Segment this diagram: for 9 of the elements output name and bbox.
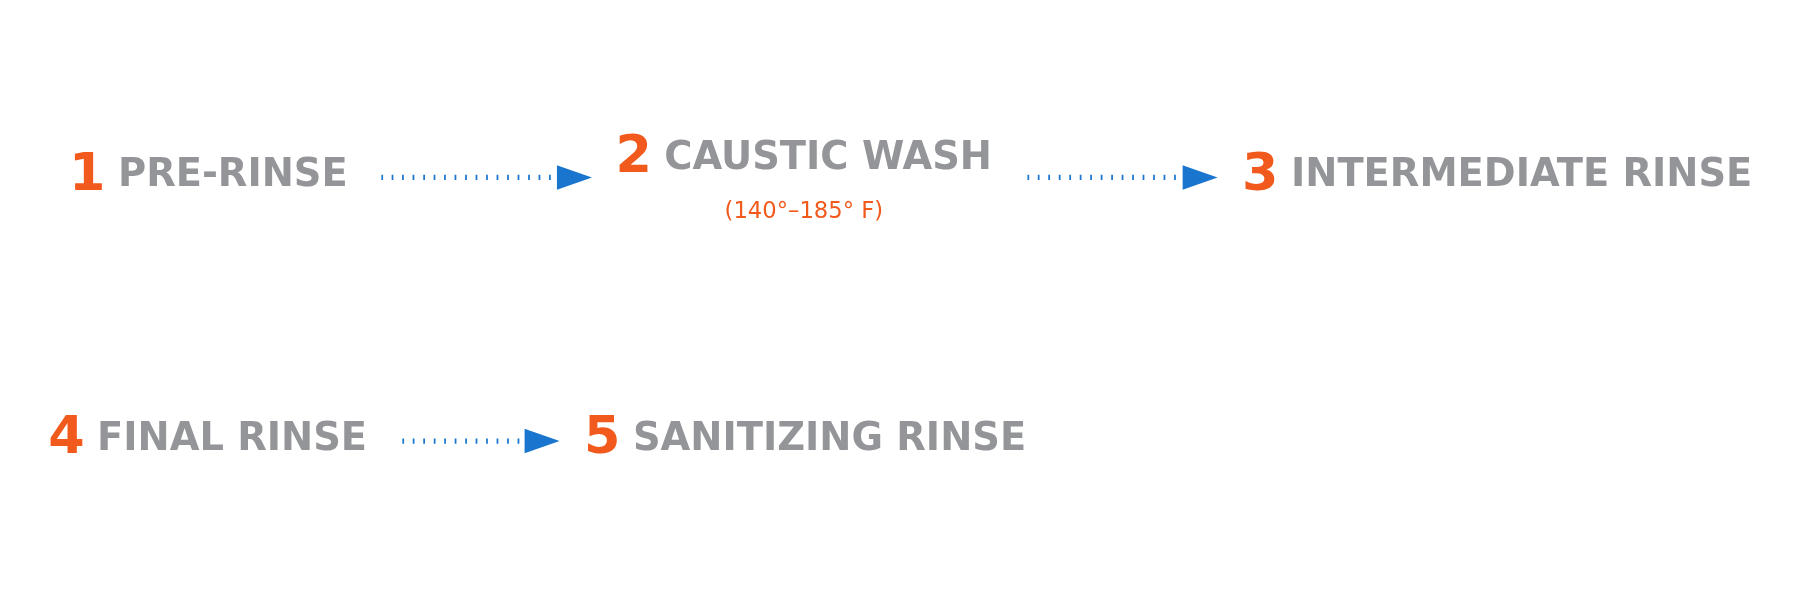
node-text: 1 PRE-RINSE <box>69 140 348 202</box>
node-text: 4 FINAL RINSE <box>48 403 368 465</box>
arrow <box>381 164 592 190</box>
node-text: 5 SANITIZING RINSE <box>584 403 1027 465</box>
arrow <box>402 428 560 453</box>
node-text: 3 INTERMEDIATE RINSE <box>1242 140 1753 202</box>
node-text: 2 CAUSTIC WASH <box>615 122 993 184</box>
node-label: (140°–185° F) <box>724 196 884 223</box>
arrow <box>1027 164 1218 190</box>
